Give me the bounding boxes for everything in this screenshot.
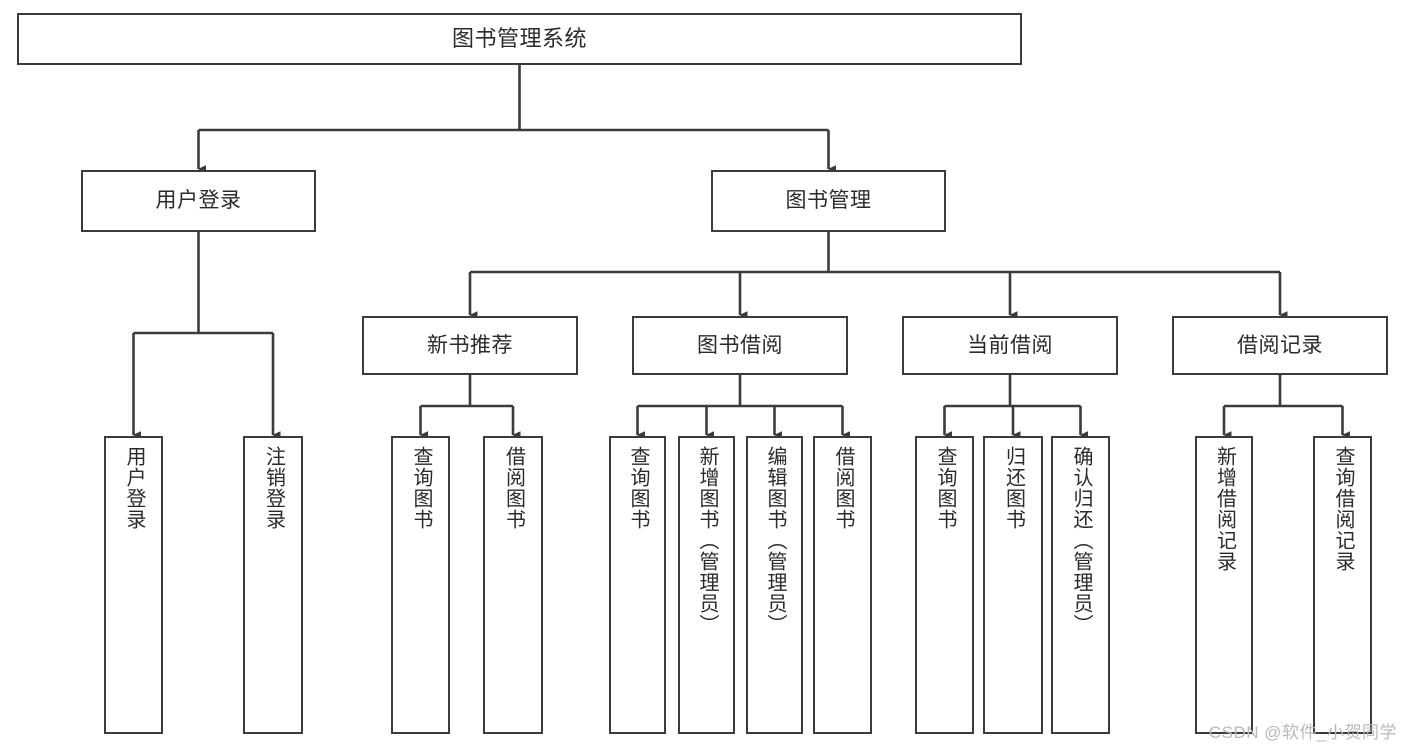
node-leaf-borrow-3[interactable]: 编辑图书（管理员） — [746, 436, 803, 734]
node-leaf-cur-3[interactable]: 确认归还（管理员） — [1051, 436, 1110, 734]
node-label: 注销登录 — [262, 446, 285, 530]
node-label: 新增借阅记录 — [1213, 446, 1236, 572]
node-label: 新书推荐 — [427, 333, 513, 357]
node-label: 查询图书 — [627, 446, 649, 530]
node-label: 图书管理 — [785, 189, 872, 213]
node-leaf-borrow-1[interactable]: 查询图书 — [609, 436, 666, 734]
node-login[interactable]: 用户登录 — [81, 170, 316, 232]
node-records[interactable]: 借阅记录 — [1172, 316, 1388, 375]
node-label: 查询图书 — [934, 446, 956, 530]
node-borrow[interactable]: 图书借阅 — [632, 316, 848, 375]
node-label: 编辑图书（管理员） — [764, 446, 786, 635]
node-label: 确认归还（管理员） — [1070, 446, 1092, 635]
node-leaf-cur-1[interactable]: 查询图书 — [915, 436, 974, 734]
node-leaf-new-1[interactable]: 查询图书 — [391, 436, 450, 734]
node-leaf-new-2[interactable]: 借阅图书 — [483, 436, 543, 734]
node-root[interactable]: 图书管理系统 — [17, 13, 1022, 65]
node-leaf-rec-1[interactable]: 新增借阅记录 — [1195, 436, 1253, 734]
node-label: 借阅图书 — [832, 446, 854, 530]
node-leaf-borrow-4[interactable]: 借阅图书 — [813, 436, 872, 734]
csdn-watermark: CSDN @软件_小贺同学 — [1208, 723, 1397, 742]
node-leaf-rec-2[interactable]: 查询借阅记录 — [1313, 436, 1372, 734]
node-label: 用户登录 — [123, 446, 145, 530]
node-label: 新增图书（管理员） — [696, 446, 718, 635]
node-label: 图书借阅 — [697, 333, 783, 357]
node-label: 归还图书 — [1002, 446, 1025, 530]
node-label: 借阅图书 — [502, 446, 525, 530]
node-current[interactable]: 当前借阅 — [902, 316, 1118, 375]
node-label: 查询借阅记录 — [1332, 446, 1354, 572]
node-leaf-login-1[interactable]: 用户登录 — [104, 436, 163, 734]
node-label: 图书管理系统 — [451, 26, 587, 52]
node-label: 借阅记录 — [1237, 333, 1323, 357]
node-label: 当前借阅 — [967, 333, 1053, 357]
node-label: 用户登录 — [155, 189, 242, 213]
node-leaf-borrow-2[interactable]: 新增图书（管理员） — [678, 436, 735, 734]
node-newbook[interactable]: 新书推荐 — [362, 316, 578, 375]
node-label: 查询图书 — [410, 446, 432, 530]
node-leaf-login-2[interactable]: 注销登录 — [243, 436, 303, 734]
node-leaf-cur-2[interactable]: 归还图书 — [983, 436, 1043, 734]
node-bookmgmt[interactable]: 图书管理 — [711, 170, 946, 232]
